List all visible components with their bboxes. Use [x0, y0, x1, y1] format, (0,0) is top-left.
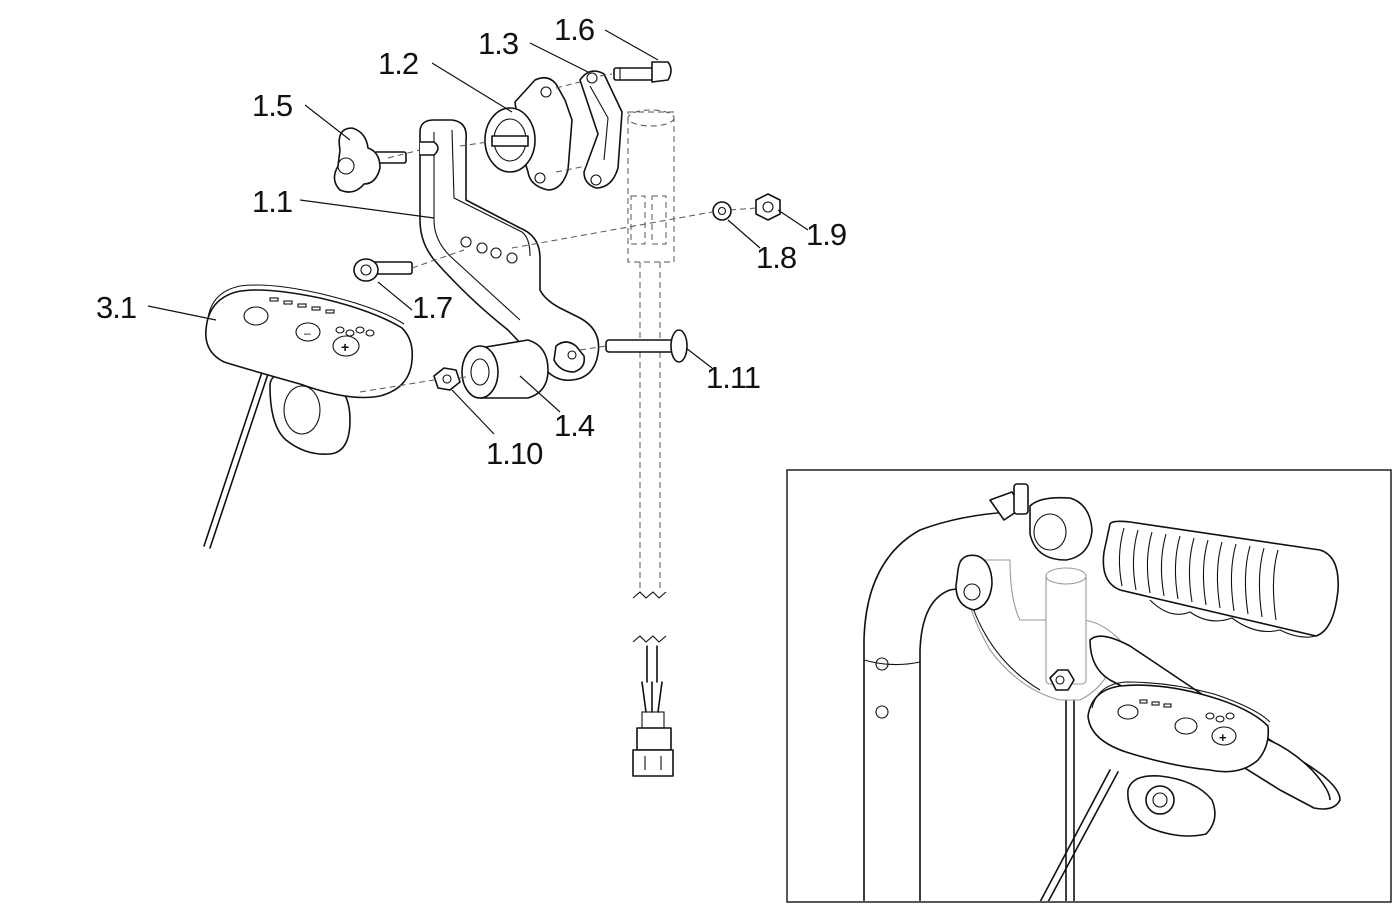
callout-3-1: 3.1: [96, 290, 136, 325]
cable-connector: [632, 645, 674, 777]
callout-1-4: 1.4: [554, 408, 595, 443]
callout-1-3: 1.3: [478, 26, 518, 61]
assembled-view-inset: +: [786, 469, 1392, 903]
part-3-1-display-unit: + –: [203, 284, 414, 549]
part-1-10-nut: [433, 367, 461, 391]
part-1-5-knob: [333, 127, 407, 193]
assembly-axis-lines: [359, 73, 757, 393]
svg-text:+: +: [341, 339, 349, 355]
part-1-2-clamp: [484, 76, 573, 191]
callout-1-11: 1.11: [706, 360, 760, 395]
part-1-1-bracket: [419, 119, 600, 382]
callout-labels: 1.5 1.2 1.3 1.6 1.1 1.7 1.8 1.9 3.1 1.10…: [96, 12, 847, 471]
part-1-9-nut: [755, 193, 781, 221]
leader-lines: [147, 29, 809, 435]
frame-tube-ghost: [627, 109, 675, 643]
battery-led-row: [269, 297, 335, 314]
callout-1-5: 1.5: [252, 88, 292, 123]
mode-led-dots: [335, 326, 375, 337]
part-1-4-spacer: [461, 339, 549, 399]
callout-1-7: 1.7: [412, 290, 452, 325]
callout-1-9: 1.9: [806, 217, 846, 252]
callout-1-8: 1.8: [756, 240, 796, 275]
callout-1-6: 1.6: [554, 12, 594, 47]
part-1-8-washer: [712, 201, 732, 221]
callout-1-1: 1.1: [252, 184, 292, 219]
grip-ribs: [1118, 527, 1279, 621]
part-1-3-clamp-half: [579, 70, 623, 189]
part-1-11-pin: [605, 329, 688, 363]
part-1-6-bolt: [613, 61, 672, 83]
callout-1-2: 1.2: [378, 46, 418, 81]
callout-1-10: 1.10: [486, 436, 543, 471]
part-1-7-screw: [353, 258, 413, 282]
svg-text:–: –: [304, 326, 311, 340]
svg-text:+: +: [1219, 730, 1227, 745]
